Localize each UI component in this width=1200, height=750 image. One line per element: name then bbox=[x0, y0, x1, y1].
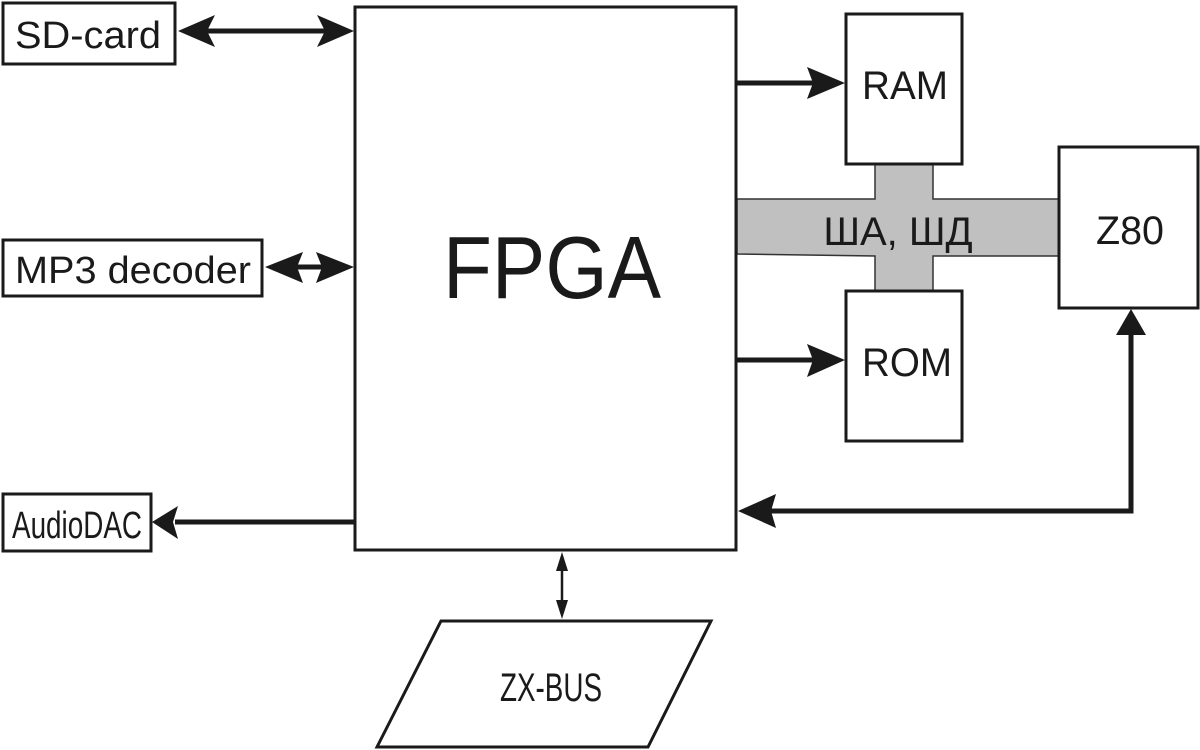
ram-block bbox=[844, 12, 964, 166]
arrowhead-up-icon bbox=[556, 552, 568, 571]
arrowhead-right-icon bbox=[316, 252, 354, 283]
fpga-zx-bus-arrow bbox=[556, 552, 568, 619]
z80-label: Z80 bbox=[1096, 209, 1164, 253]
fpga-block bbox=[353, 5, 738, 552]
zx-bus-label: ZX-BUS bbox=[500, 666, 602, 710]
mp3-decoder-fpga-arrow bbox=[265, 252, 354, 283]
sd-card-label: SD-card bbox=[15, 15, 161, 57]
arrowhead-right-icon bbox=[317, 15, 354, 47]
z80-block bbox=[1057, 145, 1200, 310]
arrowhead-left-icon bbox=[152, 506, 178, 539]
sd-card-block bbox=[1, 1, 177, 66]
bus-label: ША, ШД bbox=[823, 210, 972, 254]
arrowhead-left-icon bbox=[178, 15, 215, 47]
ram-label: RAM bbox=[862, 64, 948, 108]
arrowhead-left-icon bbox=[738, 494, 776, 528]
arrowhead-left-icon bbox=[265, 252, 303, 283]
arrowhead-right-icon bbox=[807, 344, 845, 377]
audio-dac-block bbox=[1, 492, 153, 553]
arrowhead-down-icon bbox=[556, 600, 568, 619]
mp3-decoder-block bbox=[1, 238, 264, 298]
fpga-z80-arrow bbox=[738, 309, 1146, 528]
fpga-audio-dac-arrow bbox=[152, 506, 355, 539]
audio-dac-label: AudioDAC bbox=[12, 505, 142, 547]
sd-card-fpga-arrow bbox=[178, 15, 354, 47]
arrowhead-right-icon bbox=[807, 67, 845, 99]
arrowhead-up-icon bbox=[1116, 309, 1146, 335]
rom-block bbox=[844, 289, 964, 443]
fpga-label: FPGA bbox=[443, 218, 661, 317]
fpga-rom-arrow bbox=[736, 344, 845, 377]
rom-label: ROM bbox=[862, 341, 952, 385]
zx-bus-block bbox=[374, 619, 714, 749]
mp3-decoder-label: MP3 decoder bbox=[15, 250, 251, 292]
fpga-ram-arrow bbox=[736, 67, 845, 99]
